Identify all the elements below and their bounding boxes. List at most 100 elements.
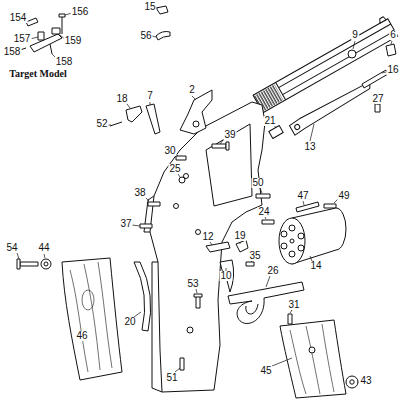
cylinder bbox=[289, 225, 295, 231]
callout-number: 20 bbox=[123, 317, 136, 327]
barrel bbox=[251, 15, 398, 112]
target-sight bbox=[52, 28, 60, 34]
callout-number: 2 bbox=[188, 85, 196, 95]
leader-lines bbox=[378, 104, 379, 105]
frame bbox=[152, 262, 162, 392]
trigger-and-bolt bbox=[206, 242, 230, 252]
screws-and-pins bbox=[20, 262, 38, 266]
barrel bbox=[279, 24, 391, 88]
cylinder bbox=[289, 251, 295, 257]
screws-and-pins bbox=[226, 142, 229, 150]
leader-lines bbox=[178, 174, 180, 177]
loading-lever bbox=[289, 80, 373, 135]
hand-and-spring bbox=[126, 106, 142, 122]
right-grip bbox=[322, 324, 334, 392]
left-grip bbox=[62, 258, 122, 380]
leader-lines bbox=[175, 368, 180, 372]
screws-and-pins bbox=[350, 380, 354, 384]
leader-lines bbox=[240, 242, 241, 244]
leader-lines bbox=[127, 104, 130, 108]
screws-and-pins bbox=[196, 296, 200, 308]
leader-lines bbox=[152, 36, 156, 37]
leader-lines bbox=[382, 72, 386, 73]
leader-lines bbox=[272, 358, 292, 366]
frame bbox=[187, 327, 193, 333]
cylinder bbox=[281, 243, 287, 249]
right-grip bbox=[290, 330, 306, 394]
callout-number: 18 bbox=[115, 94, 128, 104]
target-sight bbox=[59, 14, 65, 17]
hammer bbox=[180, 90, 212, 134]
callout-number: 54 bbox=[5, 243, 18, 253]
barrel bbox=[378, 16, 386, 23]
screws-and-pins bbox=[288, 314, 292, 324]
trigger-guard bbox=[228, 282, 304, 324]
frame bbox=[144, 102, 265, 392]
callout-number: 37 bbox=[119, 219, 132, 229]
callout-number: 46 bbox=[75, 331, 88, 341]
callout-number: 35 bbox=[248, 251, 261, 261]
leader-lines bbox=[132, 225, 140, 226]
callout-number: 158 bbox=[3, 47, 22, 57]
callout-number: 26 bbox=[266, 266, 279, 276]
callout-number: 52 bbox=[95, 119, 108, 129]
callout-number: 44 bbox=[37, 243, 50, 253]
callout-number: 30 bbox=[163, 146, 176, 156]
leader-lines bbox=[310, 124, 314, 141]
barrel bbox=[253, 19, 398, 113]
leader-lines bbox=[290, 310, 292, 313]
target-sight bbox=[50, 44, 52, 54]
screws-and-pins bbox=[296, 202, 319, 212]
callout-number: 159 bbox=[64, 36, 83, 46]
screws-and-pins bbox=[194, 294, 202, 297]
target-sight bbox=[20, 6, 170, 54]
loading-lever bbox=[289, 80, 373, 135]
leader-lines bbox=[251, 261, 252, 262]
screws-and-pins bbox=[148, 202, 160, 206]
model-note: Target Model bbox=[8, 69, 68, 79]
callout-number: 7 bbox=[146, 91, 154, 101]
hand-and-spring bbox=[146, 104, 160, 134]
callout-number: 53 bbox=[186, 279, 199, 289]
left-grip bbox=[98, 262, 112, 368]
right-grip bbox=[306, 326, 320, 394]
callout-number: 158 bbox=[55, 57, 74, 67]
left-grip bbox=[62, 258, 122, 380]
cylinder bbox=[279, 218, 305, 264]
screws-and-pins bbox=[176, 156, 186, 160]
left-grip bbox=[84, 264, 100, 370]
loader-plunger bbox=[269, 126, 283, 139]
target-sight bbox=[156, 32, 170, 41]
callout-number: 6 bbox=[389, 30, 397, 40]
screws-and-pins bbox=[246, 262, 254, 266]
cylinder bbox=[298, 245, 304, 251]
lever-latch bbox=[362, 70, 388, 88]
hand-and-spring bbox=[110, 104, 160, 134]
screws-and-pins bbox=[346, 376, 358, 388]
frame bbox=[196, 230, 201, 235]
trigger-guard bbox=[228, 282, 304, 324]
screws-and-pins bbox=[324, 204, 336, 208]
left-grip bbox=[82, 290, 94, 310]
callout-number: 51 bbox=[165, 373, 178, 383]
leader-lines bbox=[303, 201, 304, 205]
callout-number: 157 bbox=[13, 34, 32, 44]
cylinder bbox=[290, 239, 294, 243]
leader-lines bbox=[150, 102, 151, 105]
leader-lines bbox=[192, 96, 196, 100]
screws-and-pins bbox=[262, 220, 274, 224]
callout-number: 27 bbox=[371, 94, 384, 104]
screws-and-pins bbox=[180, 358, 184, 370]
callout-number: 16 bbox=[386, 65, 399, 75]
callout-number: 13 bbox=[303, 142, 316, 152]
trigger-and-bolt bbox=[236, 240, 248, 252]
lever-latch bbox=[386, 44, 396, 56]
leader-lines bbox=[266, 276, 270, 287]
target-sight bbox=[38, 32, 44, 40]
screws-and-pins bbox=[179, 177, 185, 183]
cylinder bbox=[281, 231, 287, 237]
callout-number: 47 bbox=[296, 191, 309, 201]
callout-number: 15 bbox=[143, 2, 156, 12]
callout-number: 21 bbox=[263, 116, 276, 126]
